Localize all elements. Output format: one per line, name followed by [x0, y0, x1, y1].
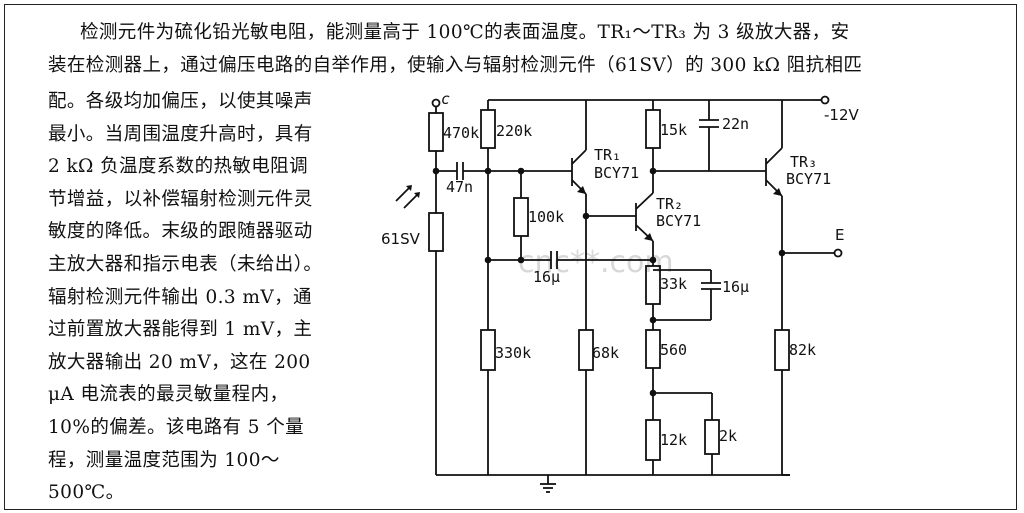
side-line-12: 程，测量温度范围为 100～: [48, 449, 280, 471]
side-line-1: 配。各级均加偏压，以使其噪声: [48, 91, 313, 112]
side-line-2: 最小。当周围温度升高时，具有: [48, 123, 313, 145]
side-line-3: 2 kΩ 负温度系数的热敏电阻调: [48, 156, 308, 178]
label-tr2-type: BCY71: [656, 212, 701, 230]
label-61sv: 61SV: [381, 230, 421, 248]
label-100k: 100k: [528, 208, 564, 226]
label-tr3-type: BCY71: [786, 170, 831, 188]
label-tr2-ref: TR₂: [656, 195, 683, 213]
label-c: c: [441, 90, 450, 108]
label-470k: 470k: [443, 124, 479, 142]
thermistor-2k: [704, 419, 720, 455]
side-line-8: 过前置放大器能得到 1 mV，主: [48, 319, 313, 341]
label-supply: -12V: [824, 106, 859, 124]
label-2k: 2k: [719, 427, 737, 445]
transistor-tr3: [765, 100, 783, 197]
description-line-2: 装在检测器上，通过偏压电路的自举作用，使输入与辐射检测元件（61SV）的 300…: [48, 55, 863, 76]
transistor-tr2: [635, 192, 654, 242]
ground-symbol: [540, 475, 556, 493]
side-line-9: 放大器输出 20 mV，这在 200: [48, 351, 311, 373]
side-line-13: 500℃。: [48, 482, 125, 504]
watermark: cnc**.com: [518, 245, 674, 280]
label-220k: 220k: [496, 122, 532, 140]
resistor-100k: [513, 197, 529, 237]
label-16u-decoupling: 16μ: [722, 278, 749, 296]
label-15k: 15k: [660, 121, 687, 139]
label-output-e: E: [835, 226, 844, 244]
light-arrows: [395, 185, 420, 209]
supply-terminal: [820, 95, 830, 105]
side-line-7: 辐射检测元件输出 0.3 mV，通: [48, 286, 312, 308]
resistor-68k: [578, 329, 594, 371]
detector-61sv: [428, 212, 444, 252]
terminal-c: [431, 98, 441, 108]
label-68k: 68k: [592, 344, 619, 362]
side-line-5: 敏度的降低。末级的跟随器驱动: [48, 221, 313, 243]
side-line-6: 主放大器和指示电表（未给出）。: [48, 253, 323, 275]
label-tr1-ref: TR₁: [594, 146, 621, 164]
resistor-12k: [645, 419, 661, 461]
label-22n: 22n: [722, 115, 749, 133]
label-82k: 82k: [789, 341, 816, 359]
output-terminal-e: [833, 248, 843, 258]
resistor-220k: [480, 109, 496, 149]
label-12k: 12k: [660, 431, 687, 449]
label-16u-bootstrap: 16μ: [533, 268, 560, 286]
side-line-4: 节增益，以补偿辐射检测元件灵: [48, 188, 313, 210]
transistor-tr1: [571, 100, 587, 195]
label-330k: 330k: [495, 344, 531, 362]
label-33k: 33k: [660, 275, 687, 293]
resistor-470k: [428, 112, 444, 152]
resistor-15k: [645, 109, 661, 149]
figure-frame: [4, 4, 1017, 510]
resistor-560: [645, 329, 661, 369]
description-side-column: 配。各级均加偏压，以使其噪声 最小。当周围温度升高时，具有 2 kΩ 负温度系数…: [48, 86, 322, 510]
resistor-82k: [774, 329, 790, 371]
description-line-1: 检测元件为硫化铅光敏电阻，能测量高于 100℃的表面温度。TR₁～TR₃ 为 3…: [80, 22, 850, 43]
label-tr1-type: BCY71: [594, 164, 639, 182]
label-47n: 47n: [446, 178, 473, 196]
side-line-10: μA 电流表的最灵敏量程内，: [48, 384, 289, 406]
resistor-330k: [480, 329, 496, 371]
side-line-11: 10%的偏差。该电路有 5 个量: [48, 416, 305, 438]
label-560: 560: [660, 341, 687, 359]
label-tr3-ref: TR₃: [790, 153, 817, 171]
